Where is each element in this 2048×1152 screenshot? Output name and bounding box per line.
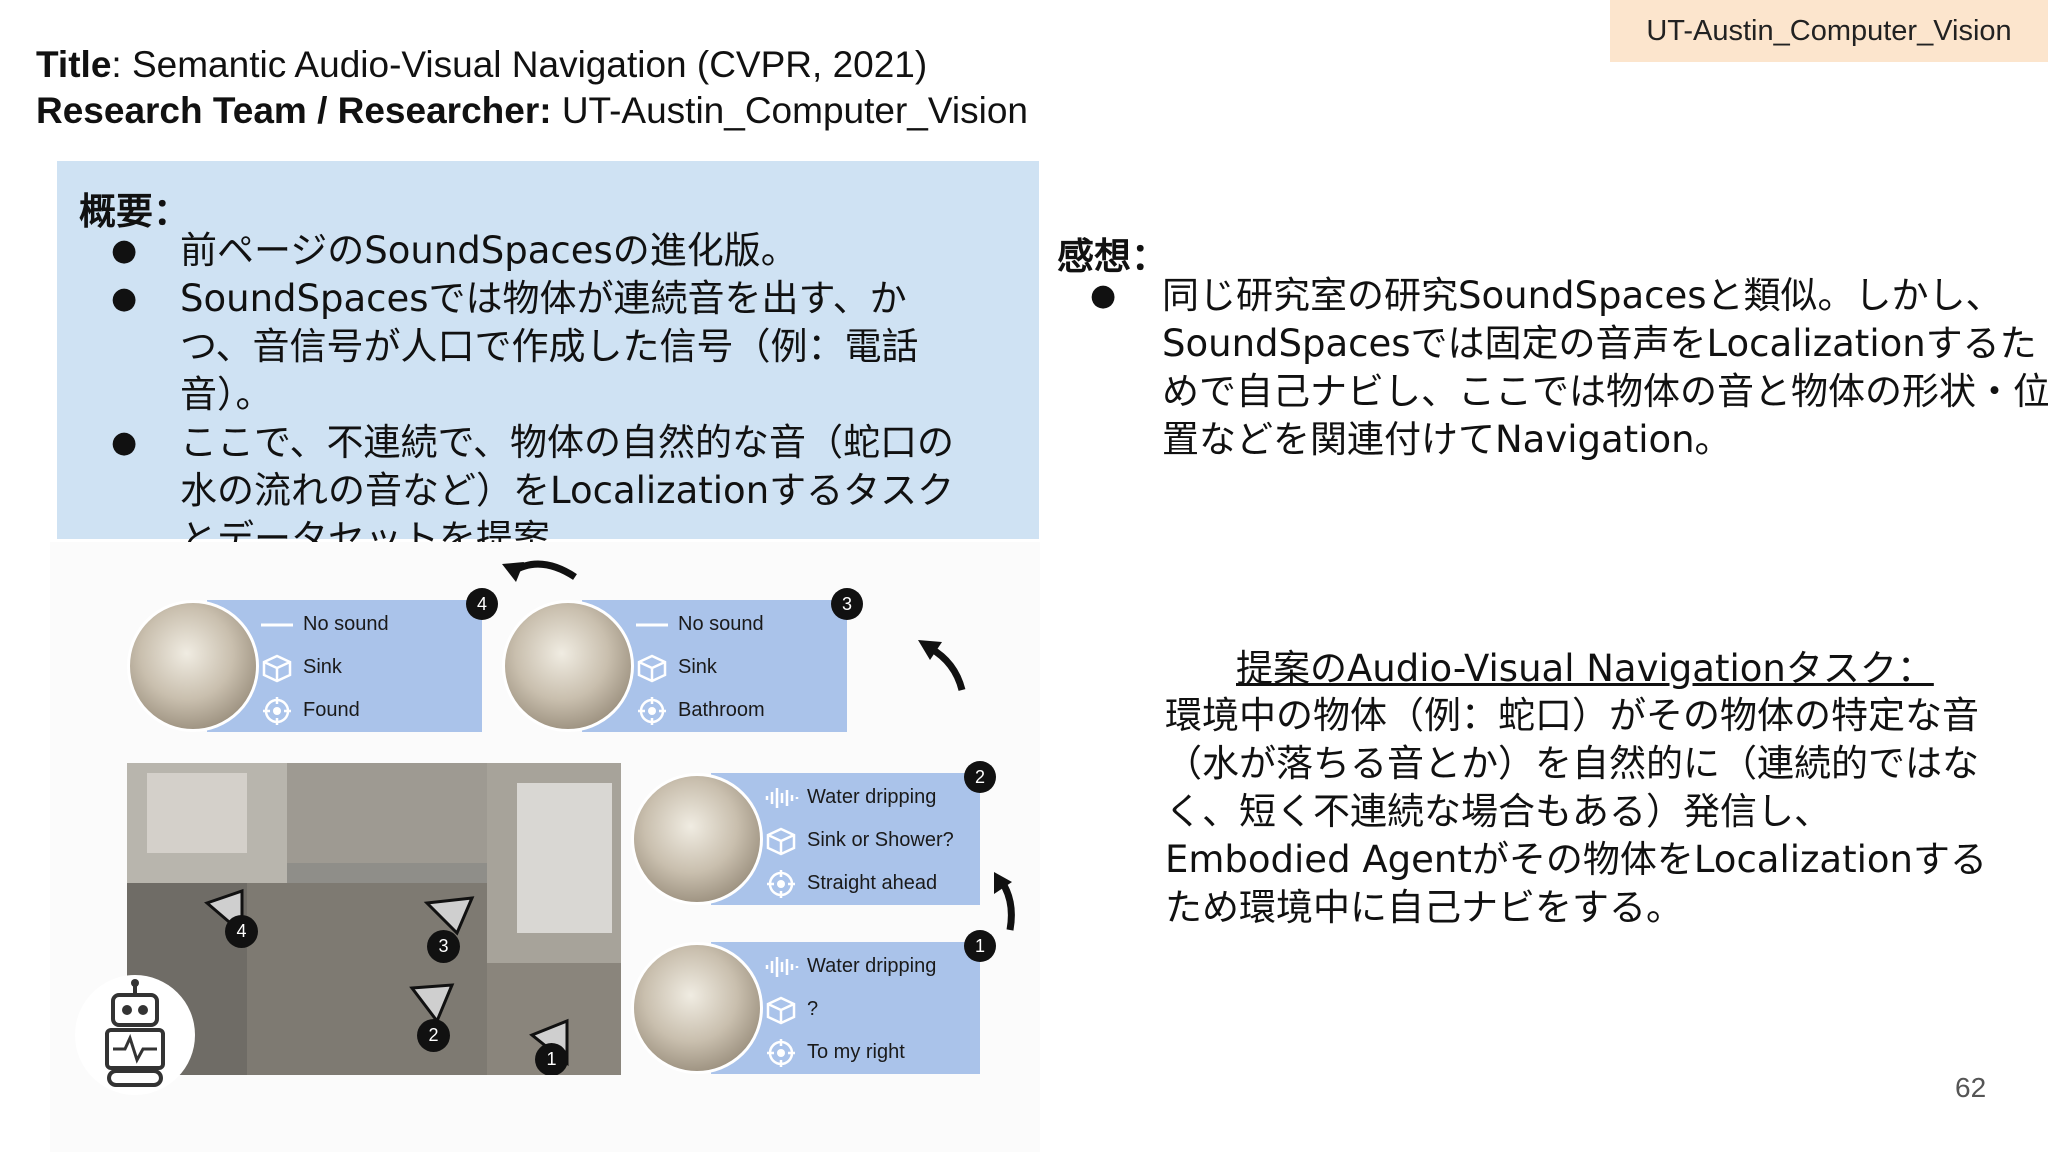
summary-item-text: ここで、不連続で、物体の自然的な音（蛇口の水の流れの音など）をLocalizat… [180, 421, 955, 560]
cube-icon [262, 654, 292, 683]
impressions-list: ● 同じ研究室の研究SoundSpacesと類似。しかし、SoundSpacesで… [1090, 272, 2048, 464]
goal-label: Found [303, 699, 360, 721]
map-marker: 2 [417, 1019, 450, 1052]
team-value: UT-Austin_Computer_Vision [551, 90, 1028, 131]
impressions-heading: 感想： [1057, 235, 1168, 278]
view-thumbnail [631, 942, 763, 1074]
arrow-icon [928, 644, 966, 691]
bullet-icon: ● [111, 281, 138, 316]
goal-row: Straight ahead [761, 863, 937, 903]
object-label: Sink [303, 656, 342, 678]
step-card-2: Water dripping Sink or Shower? Straight … [631, 761, 996, 905]
step-badge: 2 [964, 761, 996, 793]
step-badge: 1 [964, 930, 996, 962]
step-card-3: No sound Sink Bathroom 3 [502, 588, 863, 732]
team-label: Research Team / Researcher: [36, 90, 552, 131]
view-thumbnail [631, 773, 763, 905]
goal-row: To my right [761, 1032, 905, 1072]
header-tag: UT-Austin_Computer_Vision [1610, 0, 2048, 62]
task-heading: 提案のAudio-Visual Navigationタスク： [1236, 647, 1934, 690]
sound-row: Water dripping [761, 777, 936, 817]
navigation-figure: No sound Sink Found 4 No sound Sink Bath… [50, 542, 1040, 1152]
goal-label: Bathroom [678, 699, 765, 721]
floor-plan-map: 4 3 2 1 [127, 763, 621, 1075]
bullet-icon: ● [111, 425, 138, 460]
view-thumbnail [502, 600, 634, 732]
sound-wave-icon [765, 787, 799, 808]
summary-item-text: 前ページのSoundSpacesの進化版。 [180, 229, 798, 272]
summary-item: ● SoundSpacesでは物体が連続音を出す、かつ、音信号が人口で作成した信号… [57, 275, 960, 419]
sound-row: No sound [257, 604, 389, 644]
step-card-1: Water dripping ? To my right 1 [631, 930, 996, 1074]
sound-row: No sound [632, 604, 764, 644]
object-label: Sink [678, 656, 717, 678]
summary-item: ● 前ページのSoundSpacesの進化版。 [57, 227, 960, 275]
goal-label: Straight ahead [807, 872, 938, 894]
map-marker: 4 [225, 915, 258, 948]
sound-label: No sound [303, 613, 389, 635]
bullet-icon: ● [111, 233, 138, 268]
arrows-layer [502, 560, 1015, 931]
view-thumbnail [127, 600, 259, 732]
cube-icon [766, 996, 796, 1025]
target-icon [263, 696, 291, 725]
view-cone-icon [423, 896, 475, 936]
map-marker: 3 [427, 930, 460, 963]
title-label: Title [36, 44, 112, 85]
no-sound-icon [636, 623, 668, 627]
goal-row: Found [257, 690, 360, 730]
map-marker: 1 [535, 1043, 568, 1075]
bullet-icon: ● [1090, 278, 1117, 313]
arrow-icon [998, 880, 1015, 931]
title-block: Title: Semantic Audio-Visual Navigation … [36, 42, 1028, 134]
cube-icon [637, 654, 667, 683]
object-row: Sink [257, 647, 342, 687]
arrow-head-icon [502, 562, 524, 582]
arrow-head-icon [918, 640, 942, 660]
impressions-item: ● 同じ研究室の研究SoundSpacesと類似。しかし、SoundSpacesで… [1090, 272, 2048, 464]
sound-label: Water dripping [807, 786, 937, 808]
sound-label: No sound [678, 613, 764, 635]
object-row: ? [761, 989, 818, 1029]
view-cone-icon [409, 983, 455, 1024]
goal-row: Bathroom [632, 690, 765, 730]
goal-label: To my right [807, 1041, 905, 1063]
cube-icon [766, 827, 796, 856]
floor-plan-drawing [127, 763, 621, 1075]
sound-wave-icon [765, 956, 799, 977]
summary-list: ● 前ページのSoundSpacesの進化版。 ● SoundSpacesでは物体が… [57, 227, 960, 563]
object-row: Sink or Shower? [761, 820, 954, 860]
object-label: Sink or Shower? [807, 829, 954, 851]
arrow-head-icon [994, 872, 1012, 894]
target-icon [767, 1038, 795, 1067]
step-card-4: No sound Sink Found 4 [127, 588, 498, 732]
team-line: Research Team / Researcher: UT-Austin_Co… [36, 88, 1028, 134]
step-badge: 3 [831, 588, 863, 620]
task-body: 環境中の物体（例：蛇口）がその物体の特定な音（水が落ちる音とか）を自然的に（連続… [1165, 694, 1987, 929]
target-icon [638, 696, 666, 725]
summary-heading: 概要： [79, 190, 190, 233]
step-badge: 4 [466, 588, 498, 620]
object-label: ? [807, 998, 819, 1020]
summary-box: 概要： ● 前ページのSoundSpacesの進化版。 ● SoundSpacesで… [57, 161, 1039, 560]
sound-label: Water dripping [807, 955, 937, 977]
object-row: Sink [632, 647, 717, 687]
page-number: 62 [1955, 1072, 1987, 1103]
impressions-item-text: 同じ研究室の研究SoundSpacesと類似。しかし、SoundSpacesでは… [1162, 274, 2048, 461]
title-value: : Semantic Audio-Visual Navigation (CVPR… [111, 44, 928, 85]
summary-item-text: SoundSpacesでは物体が連続音を出す、かつ、音信号が人口で作成した信号（… [180, 277, 919, 416]
sound-row: Water dripping [761, 946, 936, 986]
robot-icon [75, 975, 195, 1095]
no-sound-icon [261, 623, 293, 627]
title-line: Title: Semantic Audio-Visual Navigation … [36, 42, 1028, 88]
target-icon [767, 869, 795, 898]
